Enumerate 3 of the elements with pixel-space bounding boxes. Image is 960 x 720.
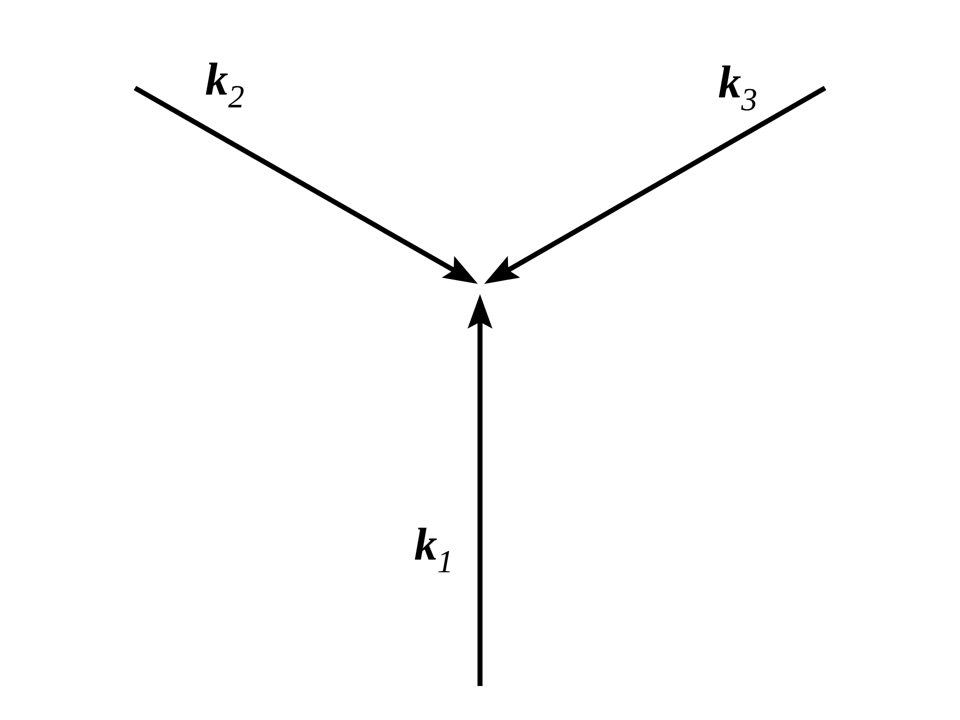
vector-label: k$_{3}$ (718, 66, 756, 110)
vector-label: k$_{2}$ (206, 62, 244, 108)
vector-label: k$_{1}$ (414, 528, 450, 572)
